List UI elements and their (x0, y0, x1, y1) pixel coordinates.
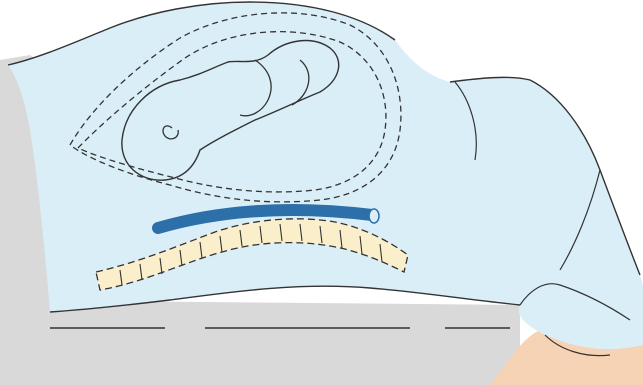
blood-vessel-opening (369, 209, 379, 223)
bed-lower-surface (0, 300, 520, 385)
abdomen-body (8, 2, 643, 349)
